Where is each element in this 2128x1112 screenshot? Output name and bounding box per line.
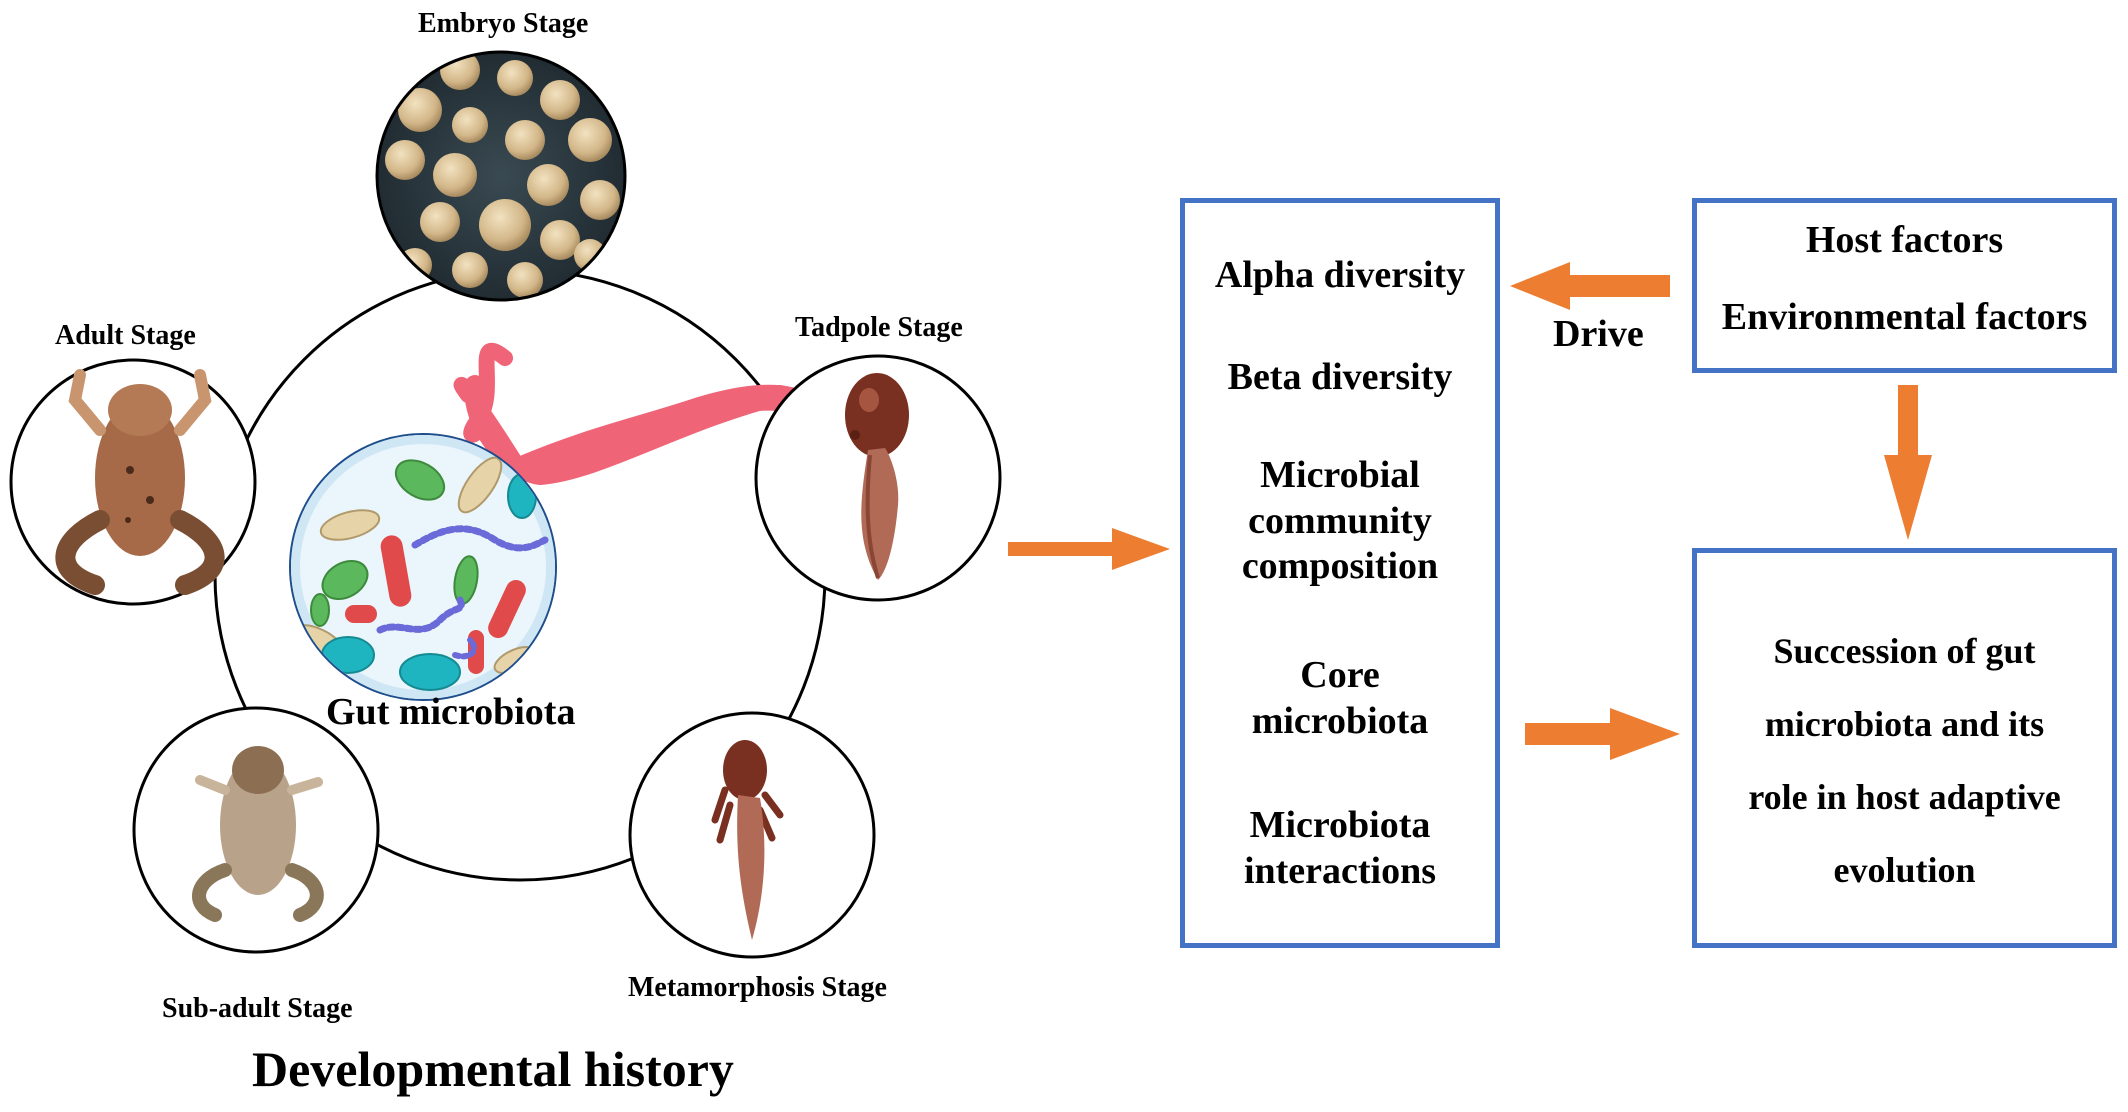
embryo-stage-photo <box>375 50 627 302</box>
outcome-text: Succession of gut microbiota and its rol… <box>1697 615 2112 907</box>
drive-label: Drive <box>1553 313 1644 355</box>
composition-line-3: composition <box>1241 545 1439 588</box>
arrow-to-metrics <box>1008 528 1170 570</box>
outcome-line-4: evolution <box>1833 850 1976 890</box>
metamorphosis-stage-label: Metamorphosis Stage <box>628 972 887 1003</box>
developmental-history-title: Developmental history <box>252 1041 734 1097</box>
factors-box: Host factors Environmental factors <box>1692 198 2117 373</box>
beta-diversity-text: Beta diversity <box>1227 356 1453 398</box>
subadult-stage-label: Sub-adult Stage <box>162 993 353 1024</box>
outcome-box: Succession of gut microbiota and its rol… <box>1692 548 2117 948</box>
tadpole-stage-photo <box>754 354 1002 602</box>
gut-microbiota-circle <box>289 433 557 701</box>
adult-stage-label: Adult Stage <box>55 320 196 351</box>
metrics-box: Alpha diversity Beta diversity Microbial… <box>1180 198 1500 948</box>
alpha-diversity-text: Alpha diversity <box>1214 254 1466 296</box>
metamorphosis-stage-photo <box>628 711 876 959</box>
environmental-factors-text: Environmental factors <box>1721 296 2088 338</box>
microbiota-interactions-text: Microbiota interactions <box>1185 803 1495 894</box>
core-microbiota-text: Core microbiota <box>1185 653 1495 744</box>
embryo-stage-label: Embryo Stage <box>418 8 589 39</box>
composition-line-1: Microbial <box>1260 454 1420 496</box>
outcome-line-2: microbiota and its <box>1764 704 2045 744</box>
tadpole-stage-label: Tadpole Stage <box>795 312 963 343</box>
intestine-illustration <box>453 342 803 485</box>
gut-microbiota-label: Gut microbiota <box>326 691 576 733</box>
subadult-stage-photo <box>132 706 380 954</box>
outcome-line-3: role in host adaptive <box>1748 777 2061 817</box>
core-line-1: Core <box>1300 654 1380 696</box>
interactions-line-2: interactions <box>1243 849 1437 892</box>
arrow-drive <box>1510 262 1670 310</box>
composition-line-2: community <box>1248 499 1432 542</box>
arrow-to-outcome <box>1525 708 1680 760</box>
adult-stage-photo <box>9 358 257 606</box>
host-factors-text: Host factors <box>1805 219 2004 261</box>
community-composition-text: Microbial community composition <box>1185 453 1495 590</box>
arrow-down-factors <box>1884 385 1932 540</box>
core-line-2: microbiota <box>1251 699 1429 742</box>
interactions-line-1: Microbiota <box>1249 804 1431 846</box>
outcome-line-1: Succession of gut <box>1773 631 2036 671</box>
